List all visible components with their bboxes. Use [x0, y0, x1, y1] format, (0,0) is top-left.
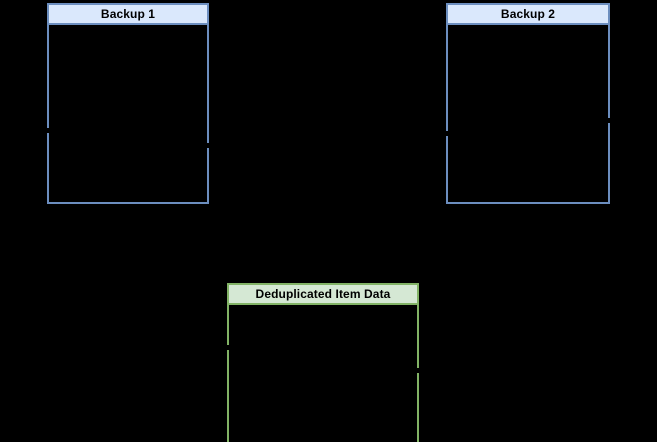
node-backup-2[interactable]: Backup 2: [446, 3, 610, 204]
connector-notch-dedup-left: [225, 345, 229, 350]
connector-notch-backup-1-right: [206, 143, 210, 148]
node-deduplicated-item-data[interactable]: Deduplicated Item Data: [227, 283, 419, 442]
node-backup-1[interactable]: Backup 1: [47, 3, 209, 204]
connector-notch-backup-2-right: [607, 118, 611, 123]
node-backup-1-title: Backup 1: [49, 5, 207, 25]
node-deduplicated-item-data-title: Deduplicated Item Data: [229, 285, 417, 305]
node-backup-2-body: [448, 25, 608, 202]
node-backup-1-body: [49, 25, 207, 202]
connector-notch-backup-1-left: [45, 128, 49, 133]
node-backup-2-title: Backup 2: [448, 5, 608, 25]
connector-notch-backup-2-left: [444, 131, 448, 136]
connector-notch-dedup-right: [416, 368, 420, 373]
node-deduplicated-item-data-body: [229, 305, 417, 442]
